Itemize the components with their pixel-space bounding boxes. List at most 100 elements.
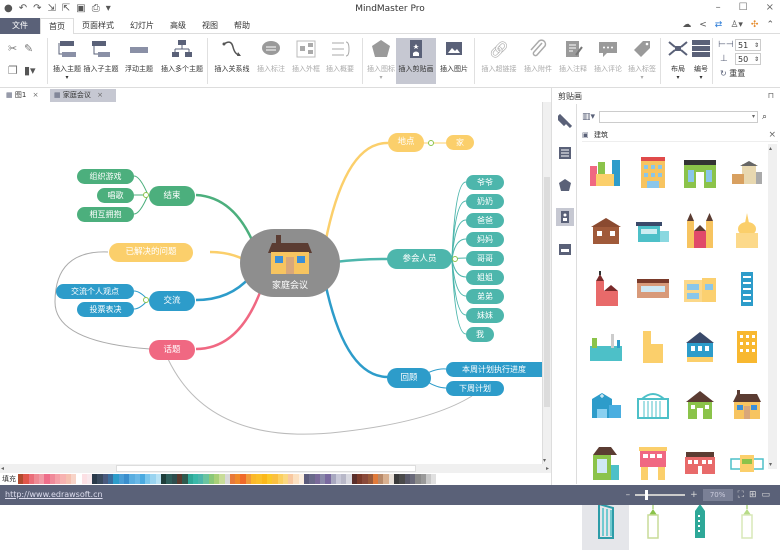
clipart-building-24[interactable] (723, 434, 770, 492)
menu-view[interactable]: 视图 (202, 21, 218, 30)
search-icon[interactable]: ⌕ (761, 112, 767, 122)
collapse-ribbon-icon[interactable]: ⌃ (766, 20, 774, 30)
clipart-building-9[interactable] (582, 260, 629, 318)
insert-relation-button[interactable]: 插入关系线 (212, 38, 252, 74)
clipart-building-7[interactable] (676, 202, 723, 260)
subtopic-home[interactable]: 家 (446, 135, 474, 150)
plugin-icon[interactable]: ✣ (750, 20, 759, 30)
format-brush-icon[interactable] (556, 112, 574, 130)
grid-icon[interactable]: ⊞ (748, 490, 757, 500)
subtopic-attendee[interactable]: 姐姐 (466, 270, 504, 285)
publish-icon[interactable]: ⇄ (714, 20, 723, 30)
clipart-building-3[interactable] (676, 144, 723, 202)
subtopic-attendee[interactable]: 弟弟 (466, 289, 504, 304)
tab-close-icon[interactable]: × (32, 91, 39, 99)
floating-topic-button[interactable]: 浮动主题 (119, 38, 159, 74)
maximize-button[interactable]: ☐ (738, 2, 748, 13)
clipart-building-14[interactable] (629, 318, 676, 376)
cut-icon[interactable]: ✂ (8, 42, 18, 55)
insert-note-button[interactable]: 插入注释 (553, 38, 593, 74)
format-painter-icon[interactable]: ✎ (24, 42, 34, 55)
topic-solved-issues[interactable]: 已解决的问题 (109, 243, 193, 262)
save-icon[interactable]: ▣ (76, 3, 86, 14)
insert-icon-button[interactable]: 插入图标 ▾ (361, 38, 401, 81)
minimize-button[interactable]: – (715, 2, 721, 13)
menu-page-style[interactable]: 页面样式 (82, 21, 114, 30)
clipart-building-8[interactable] (723, 202, 770, 260)
menu-slides[interactable]: 幻灯片 (130, 21, 154, 30)
subtopic-share-views[interactable]: 交流个人观点 (56, 284, 134, 299)
clipart-building-5[interactable] (582, 202, 629, 260)
insert-multiple-topics-button[interactable]: 插入多个主题 (160, 38, 204, 74)
topic-ending[interactable]: 结束 (149, 186, 195, 206)
zoom-slider[interactable] (635, 490, 686, 500)
clipart-building-12[interactable] (723, 260, 770, 318)
clipart-building-6[interactable] (629, 202, 676, 260)
insert-image-button[interactable]: 插入图片 (434, 38, 474, 74)
subtopic-next-plan[interactable]: 下周计划 (446, 381, 504, 396)
subtopic-attendee[interactable]: 爷爷 (466, 175, 504, 190)
topic-subjects[interactable]: 话题 (149, 340, 195, 360)
website-link[interactable]: http://www.edrawsoft.cn (5, 490, 103, 499)
height-spinner[interactable]: 50⇕ (735, 53, 761, 65)
subtopic-attendee[interactable]: 我 (466, 327, 494, 342)
more-icon[interactable]: ▾ (105, 3, 111, 14)
subtopic-games[interactable]: 组织游戏 (77, 169, 134, 184)
reset-button[interactable]: ↻ 重置 (720, 69, 746, 78)
clipart-building-21[interactable] (582, 434, 629, 492)
menu-help[interactable]: 帮助 (234, 21, 250, 30)
zoom-in-button[interactable]: + (690, 490, 698, 500)
clipart-building-16[interactable] (723, 318, 770, 376)
import-icon[interactable]: ⇲ (47, 3, 56, 14)
clipart-building-10[interactable] (629, 260, 676, 318)
subtopic-attendee[interactable]: 爸爸 (466, 213, 504, 228)
subtopic-attendee[interactable]: 妈妈 (466, 232, 504, 247)
outline-list-icon[interactable] (556, 144, 574, 162)
print-icon[interactable]: ⎙ (91, 3, 100, 14)
subtopic-hugging[interactable]: 相互拥抱 (77, 207, 134, 222)
clipart-building-20[interactable] (723, 376, 770, 434)
clipart-building-4[interactable] (723, 144, 770, 202)
menu-advanced[interactable]: 高级 (170, 21, 186, 30)
presentation-icon[interactable]: ▭ (761, 490, 770, 500)
clipart-building-17[interactable] (582, 376, 629, 434)
clipart-building-2[interactable] (629, 144, 676, 202)
library-dropdown-icon[interactable]: ▥▾ (582, 112, 596, 122)
theme-icon[interactable]: ♙▾ (730, 20, 743, 30)
clipart-building-13[interactable] (582, 318, 629, 376)
color-swatches[interactable] (18, 474, 437, 484)
width-spinner[interactable]: 51⇕ (735, 39, 761, 51)
clipart-search-input[interactable]: ▾ (599, 111, 758, 123)
menu-file[interactable]: 文件 (0, 18, 40, 34)
insert-summary-button[interactable]: 插入概要 (320, 38, 360, 74)
tab-diagram1[interactable]: ▦ 图1 × (6, 91, 39, 99)
topic-review[interactable]: 回顾 (387, 368, 431, 388)
fit-page-icon[interactable]: ⛶ (737, 490, 744, 500)
zoom-out-button[interactable]: – (625, 490, 631, 500)
insert-clipart-button[interactable]: 插入剪贴画 (396, 38, 436, 84)
menu-home[interactable]: 首页 (40, 18, 74, 34)
paste-icon[interactable]: ▮▾ (24, 64, 36, 77)
clipart-tab-icon[interactable] (556, 208, 574, 226)
export-icon[interactable]: ⇱ (61, 3, 71, 14)
canvas-horizontal-scrollbar[interactable]: ◂ ▸ (0, 464, 551, 473)
insert-boundary-button[interactable]: 插入外框 (286, 38, 326, 74)
subtopic-attendee[interactable]: 妹妹 (466, 308, 504, 323)
calendar-icon[interactable] (556, 240, 574, 258)
redo-icon[interactable]: ↷ (33, 3, 42, 14)
clipart-building-15[interactable] (676, 318, 723, 376)
clipart-building-18[interactable] (629, 376, 676, 434)
cloud-icon[interactable]: ☁ (682, 20, 692, 30)
topic-location[interactable]: 地点 (388, 133, 424, 152)
clipart-building-19[interactable] (676, 376, 723, 434)
copy-icon[interactable]: ❐ (8, 64, 18, 77)
subtopic-progress[interactable]: 本周计划执行进度 (446, 362, 542, 377)
layout-button[interactable]: 布局 ▾ (658, 38, 698, 81)
subtopic-vote[interactable]: 投票表决 (77, 302, 134, 317)
insert-comment-button[interactable]: 插入评论 (588, 38, 628, 74)
icon-library-icon[interactable] (556, 176, 574, 194)
zoom-level[interactable]: 70% (702, 489, 733, 501)
clipart-scrollbar[interactable]: ▴ ▾ (768, 144, 777, 469)
insert-tag-button[interactable]: 插入标签 ▾ (622, 38, 662, 81)
central-topic[interactable]: 家庭会议 (240, 229, 340, 297)
